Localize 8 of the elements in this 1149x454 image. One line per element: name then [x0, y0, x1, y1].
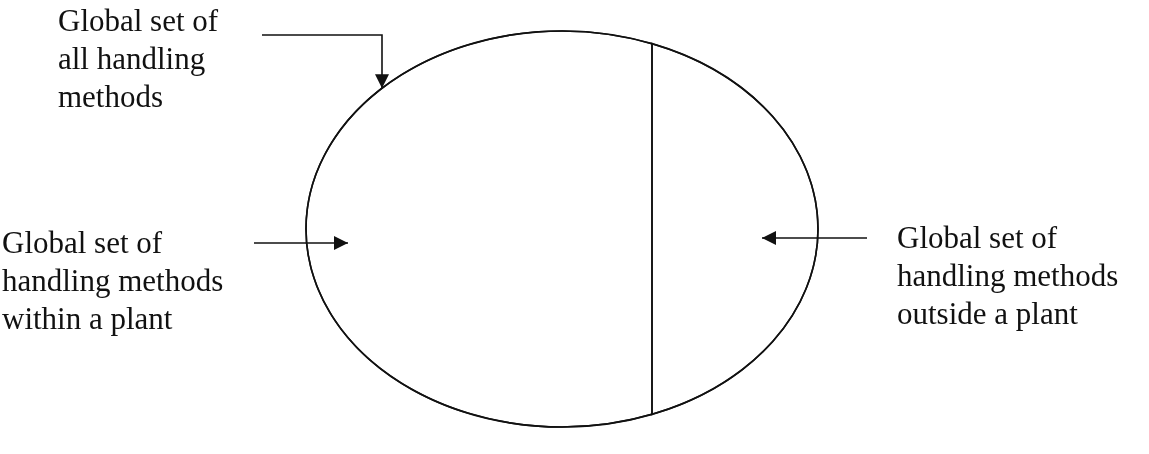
callout-text: Global set of all handling methods [58, 2, 240, 116]
left-segment [305, 30, 653, 428]
right-segment [651, 42, 819, 416]
callout-text: Global set of handling methods outside a plant [897, 219, 1147, 333]
leader-arrow [761, 231, 868, 245]
leader-arrow [253, 236, 349, 250]
leader-arrow [261, 34, 389, 89]
callout-text: Global set of handling methods within a plant [2, 224, 248, 338]
